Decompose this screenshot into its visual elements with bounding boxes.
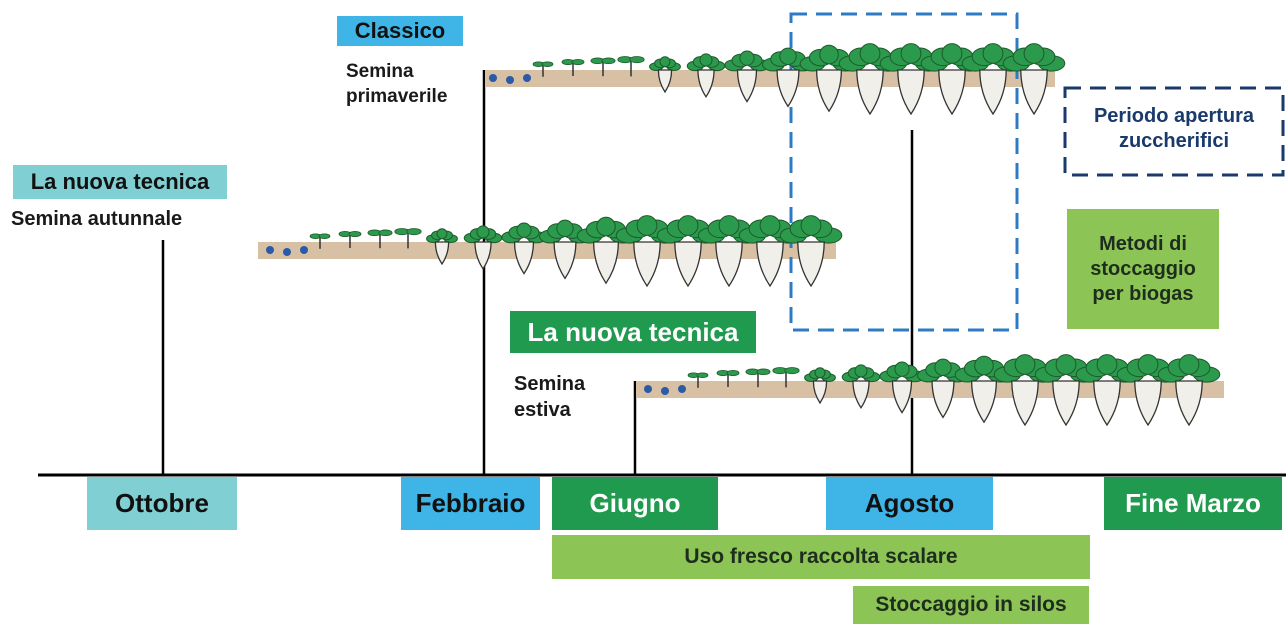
month-agosto: Agosto — [826, 477, 993, 530]
row-estiva-seed-2 — [661, 387, 669, 395]
tag-nuova-tecnica-autunno: La nuova tecnica — [13, 165, 227, 199]
row-autunnale-sprout-3 — [367, 229, 393, 249]
row-primaverile-sprout-1 — [532, 61, 554, 77]
row-estiva-sprout-2 — [716, 369, 740, 387]
month-fine-marzo: Fine Marzo — [1104, 477, 1282, 530]
row-estiva-seed-3 — [678, 385, 686, 393]
row-autunnale-sprout-1 — [309, 233, 331, 249]
row-primaverile-beet-4 — [762, 47, 814, 108]
caption-semina-primaverile: Semina primaverile — [346, 61, 448, 107]
row-autunnale-beet-8 — [697, 215, 761, 288]
row-primaverile-beet-1 — [649, 56, 681, 94]
month-ottobre: Ottobre — [87, 477, 237, 530]
row-primaverile-sprout-4 — [617, 56, 645, 77]
row-primaverile-beet-10 — [1002, 43, 1066, 116]
row-autunnale-beet-5 — [576, 216, 636, 285]
row-estiva-sprout-1 — [687, 372, 709, 388]
row-primaverile-sprout-2 — [561, 59, 585, 76]
tag-nuova-tecnica-estate: La nuova tecnica — [510, 311, 756, 353]
row-estiva-sprout-4 — [772, 367, 800, 388]
row-estiva-beet-1 — [804, 367, 836, 405]
tag-classico: Classico — [337, 16, 463, 46]
dashed-period-box — [789, 12, 1019, 332]
row-autunnale-seed-1 — [266, 246, 274, 254]
row-autunnale-beet-2 — [463, 225, 503, 270]
month-febbraio: Febbraio — [401, 477, 540, 530]
row-autunnale-sprout-4 — [394, 228, 422, 249]
row-primaverile-seed-2 — [506, 76, 514, 84]
note-periodo-apertura: Periodo apertura zuccherifici — [1093, 105, 1255, 152]
row-primaverile-beet-5 — [799, 44, 859, 113]
month-giugno: Giugno — [552, 477, 718, 530]
row-primaverile-seed-3 — [523, 74, 531, 82]
row-estiva-beet-6 — [993, 354, 1057, 427]
soil-strip-primaverile — [485, 70, 1055, 87]
row-autunnale-beet-6 — [615, 215, 679, 288]
row-estiva-seed-1 — [644, 385, 652, 393]
caption-semina-estiva: Semina estiva — [514, 373, 586, 421]
soil-strip-autunnale — [258, 242, 836, 259]
row-primaverile-seed-1 — [489, 74, 497, 82]
row-estiva-beet-2 — [841, 364, 881, 409]
row-primaverile-sprout-3 — [590, 57, 616, 77]
row-autunnale-seed-2 — [283, 248, 291, 256]
row-autunnale-beet-9 — [738, 215, 802, 288]
caption-semina-autunnale: Semina autunnale — [11, 208, 183, 230]
row-autunnale-seed-3 — [300, 246, 308, 254]
bar-uso-fresco: Uso fresco raccolta scalare — [552, 535, 1090, 579]
row-primaverile-beet-7 — [879, 43, 943, 116]
bar-stoccaggio-silos: Stoccaggio in silos — [853, 586, 1089, 624]
note-metodi-stoccaggio: Metodi di stoccaggio per biogas — [1067, 209, 1219, 329]
row-estiva-sprout-3 — [745, 368, 771, 388]
row-autunnale-beet-10 — [779, 215, 843, 288]
row-autunnale-sprout-2 — [338, 230, 362, 248]
row-estiva-beet-10 — [1157, 354, 1221, 427]
dashed-note-box — [1063, 86, 1285, 177]
row-primaverile-beet-2 — [686, 53, 726, 98]
row-autunnale-beet-1 — [426, 228, 458, 266]
